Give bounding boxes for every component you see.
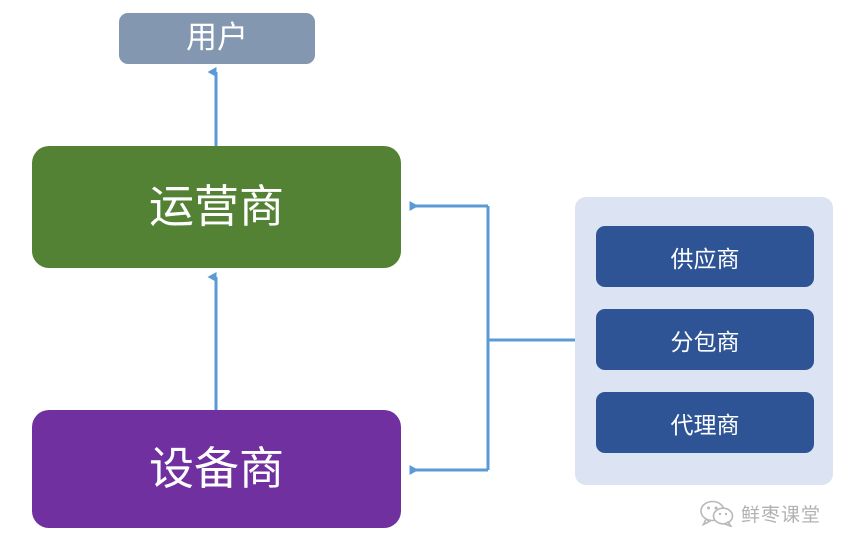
node-equipment[interactable]: 设备商 xyxy=(32,410,401,528)
partner-box-supplier[interactable]: 供应商 xyxy=(596,226,814,287)
node-operator[interactable]: 运营商 xyxy=(32,146,401,268)
node-user[interactable]: 用户 xyxy=(119,13,315,64)
watermark-text: 鲜枣课堂 xyxy=(741,504,822,526)
panel-partners: 供应商 分包商 代理商 xyxy=(575,197,833,485)
watermark: 鲜枣课堂 xyxy=(700,496,845,530)
partner-box-agent[interactable]: 代理商 xyxy=(596,392,814,453)
partner-box-subcontractor[interactable]: 分包商 xyxy=(596,309,814,370)
wechat-bubbles-icon xyxy=(700,500,734,527)
